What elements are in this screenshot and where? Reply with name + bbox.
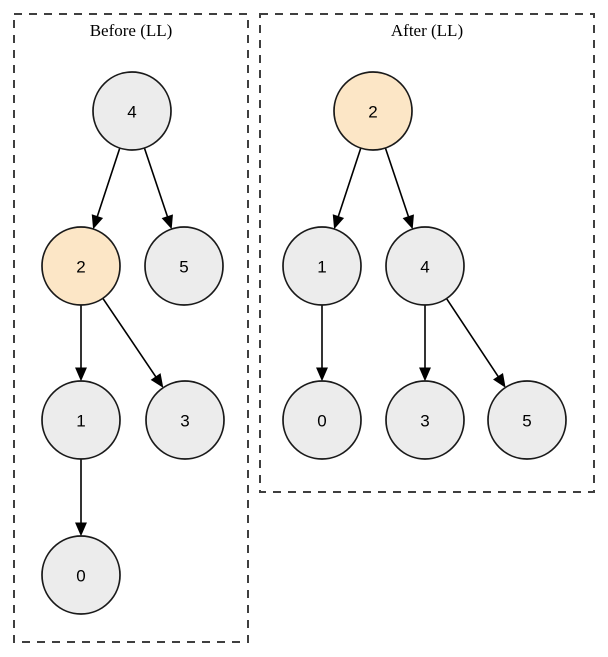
node-circle-b2[interactable] [41, 226, 121, 306]
node-label-a0: 0 [317, 412, 326, 431]
edge-arrowhead-b2-b1 [75, 367, 87, 382]
node-a3[interactable]: 3 [385, 380, 465, 460]
edge-arrowhead-b2-b3 [150, 373, 164, 388]
node-circle-b5[interactable] [144, 226, 224, 306]
node-circle-b4[interactable] [92, 71, 172, 151]
cluster-before: Before (LL) [13, 13, 249, 643]
node-b2[interactable]: 2 [41, 226, 121, 306]
node-b4[interactable]: 4 [92, 71, 172, 151]
edge-arrowhead-a1-a0 [316, 367, 328, 382]
edge-line-a4-a5 [445, 298, 501, 380]
cluster-border-before [13, 13, 249, 643]
node-b3[interactable]: 3 [145, 380, 225, 460]
edge-a4-a3 [419, 305, 431, 382]
edge-line-a2-a4 [384, 147, 411, 220]
edge-arrowhead-a4-a3 [419, 367, 431, 382]
node-a4[interactable]: 4 [385, 226, 465, 306]
edge-b1-b0 [75, 459, 87, 537]
edge-line-b2-b3 [102, 297, 159, 380]
node-label-b0: 0 [76, 567, 85, 586]
cluster-group: Before (LL) After (LL) [13, 13, 595, 643]
cluster-title-backing-before [75, 19, 187, 43]
node-label-b4: 4 [127, 103, 136, 122]
node-circle-b0[interactable] [41, 535, 121, 615]
node-b5[interactable]: 5 [144, 226, 224, 306]
node-label-a2: 2 [368, 103, 377, 122]
edge-arrowhead-b4-b5 [161, 214, 173, 230]
node-circle-a0[interactable] [282, 380, 362, 460]
node-circle-a4[interactable] [385, 226, 465, 306]
edge-line-a2-a1 [336, 147, 362, 220]
cluster-title-backing-after [376, 19, 478, 43]
node-a2[interactable]: 2 [333, 71, 413, 151]
edge-arrowhead-b1-b0 [75, 522, 87, 537]
node-circle-a1[interactable] [282, 226, 362, 306]
node-label-a1: 1 [317, 258, 326, 277]
node-label-b5: 5 [179, 258, 188, 277]
node-circle-b1[interactable] [41, 380, 121, 460]
edge-b2-b1 [75, 305, 87, 382]
node-circle-a5[interactable] [487, 380, 567, 460]
edge-arrowhead-a4-a5 [493, 372, 506, 388]
node-a0[interactable]: 0 [282, 380, 362, 460]
edge-a1-a0 [316, 305, 328, 382]
edge-group [75, 147, 506, 537]
edge-b2-b3 [102, 297, 164, 388]
edge-b4-b2 [91, 147, 121, 230]
node-b1[interactable]: 1 [41, 380, 121, 460]
edge-a2-a4 [384, 147, 414, 230]
node-b0[interactable]: 0 [41, 535, 121, 615]
edge-arrowhead-a2-a1 [332, 214, 345, 230]
cluster-after: After (LL) [259, 13, 595, 493]
node-label-b2: 2 [76, 258, 85, 277]
node-label-b1: 1 [76, 412, 85, 431]
edge-a2-a1 [332, 147, 362, 230]
edge-b4-b5 [143, 147, 173, 230]
cluster-border-after [259, 13, 595, 493]
node-label-a5: 5 [522, 412, 531, 431]
edge-line-b4-b5 [143, 147, 170, 220]
node-circle-a3[interactable] [385, 380, 465, 460]
node-label-a4: 4 [420, 258, 429, 277]
node-circle-a2[interactable] [333, 71, 413, 151]
cluster-title-after: After (LL) [391, 21, 463, 40]
node-circle-b3[interactable] [145, 380, 225, 460]
edge-arrowhead-a2-a4 [402, 214, 414, 230]
node-group: 4 2 5 1 3 0 2 1 4 0 3 5 [41, 71, 567, 615]
edge-arrowhead-b4-b2 [91, 214, 104, 230]
node-a5[interactable]: 5 [487, 380, 567, 460]
cluster-title-before: Before (LL) [90, 21, 173, 40]
node-a1[interactable]: 1 [282, 226, 362, 306]
edge-line-b4-b2 [95, 147, 121, 220]
edge-a4-a5 [445, 298, 506, 388]
node-label-a3: 3 [420, 412, 429, 431]
node-label-b3: 3 [180, 412, 189, 431]
